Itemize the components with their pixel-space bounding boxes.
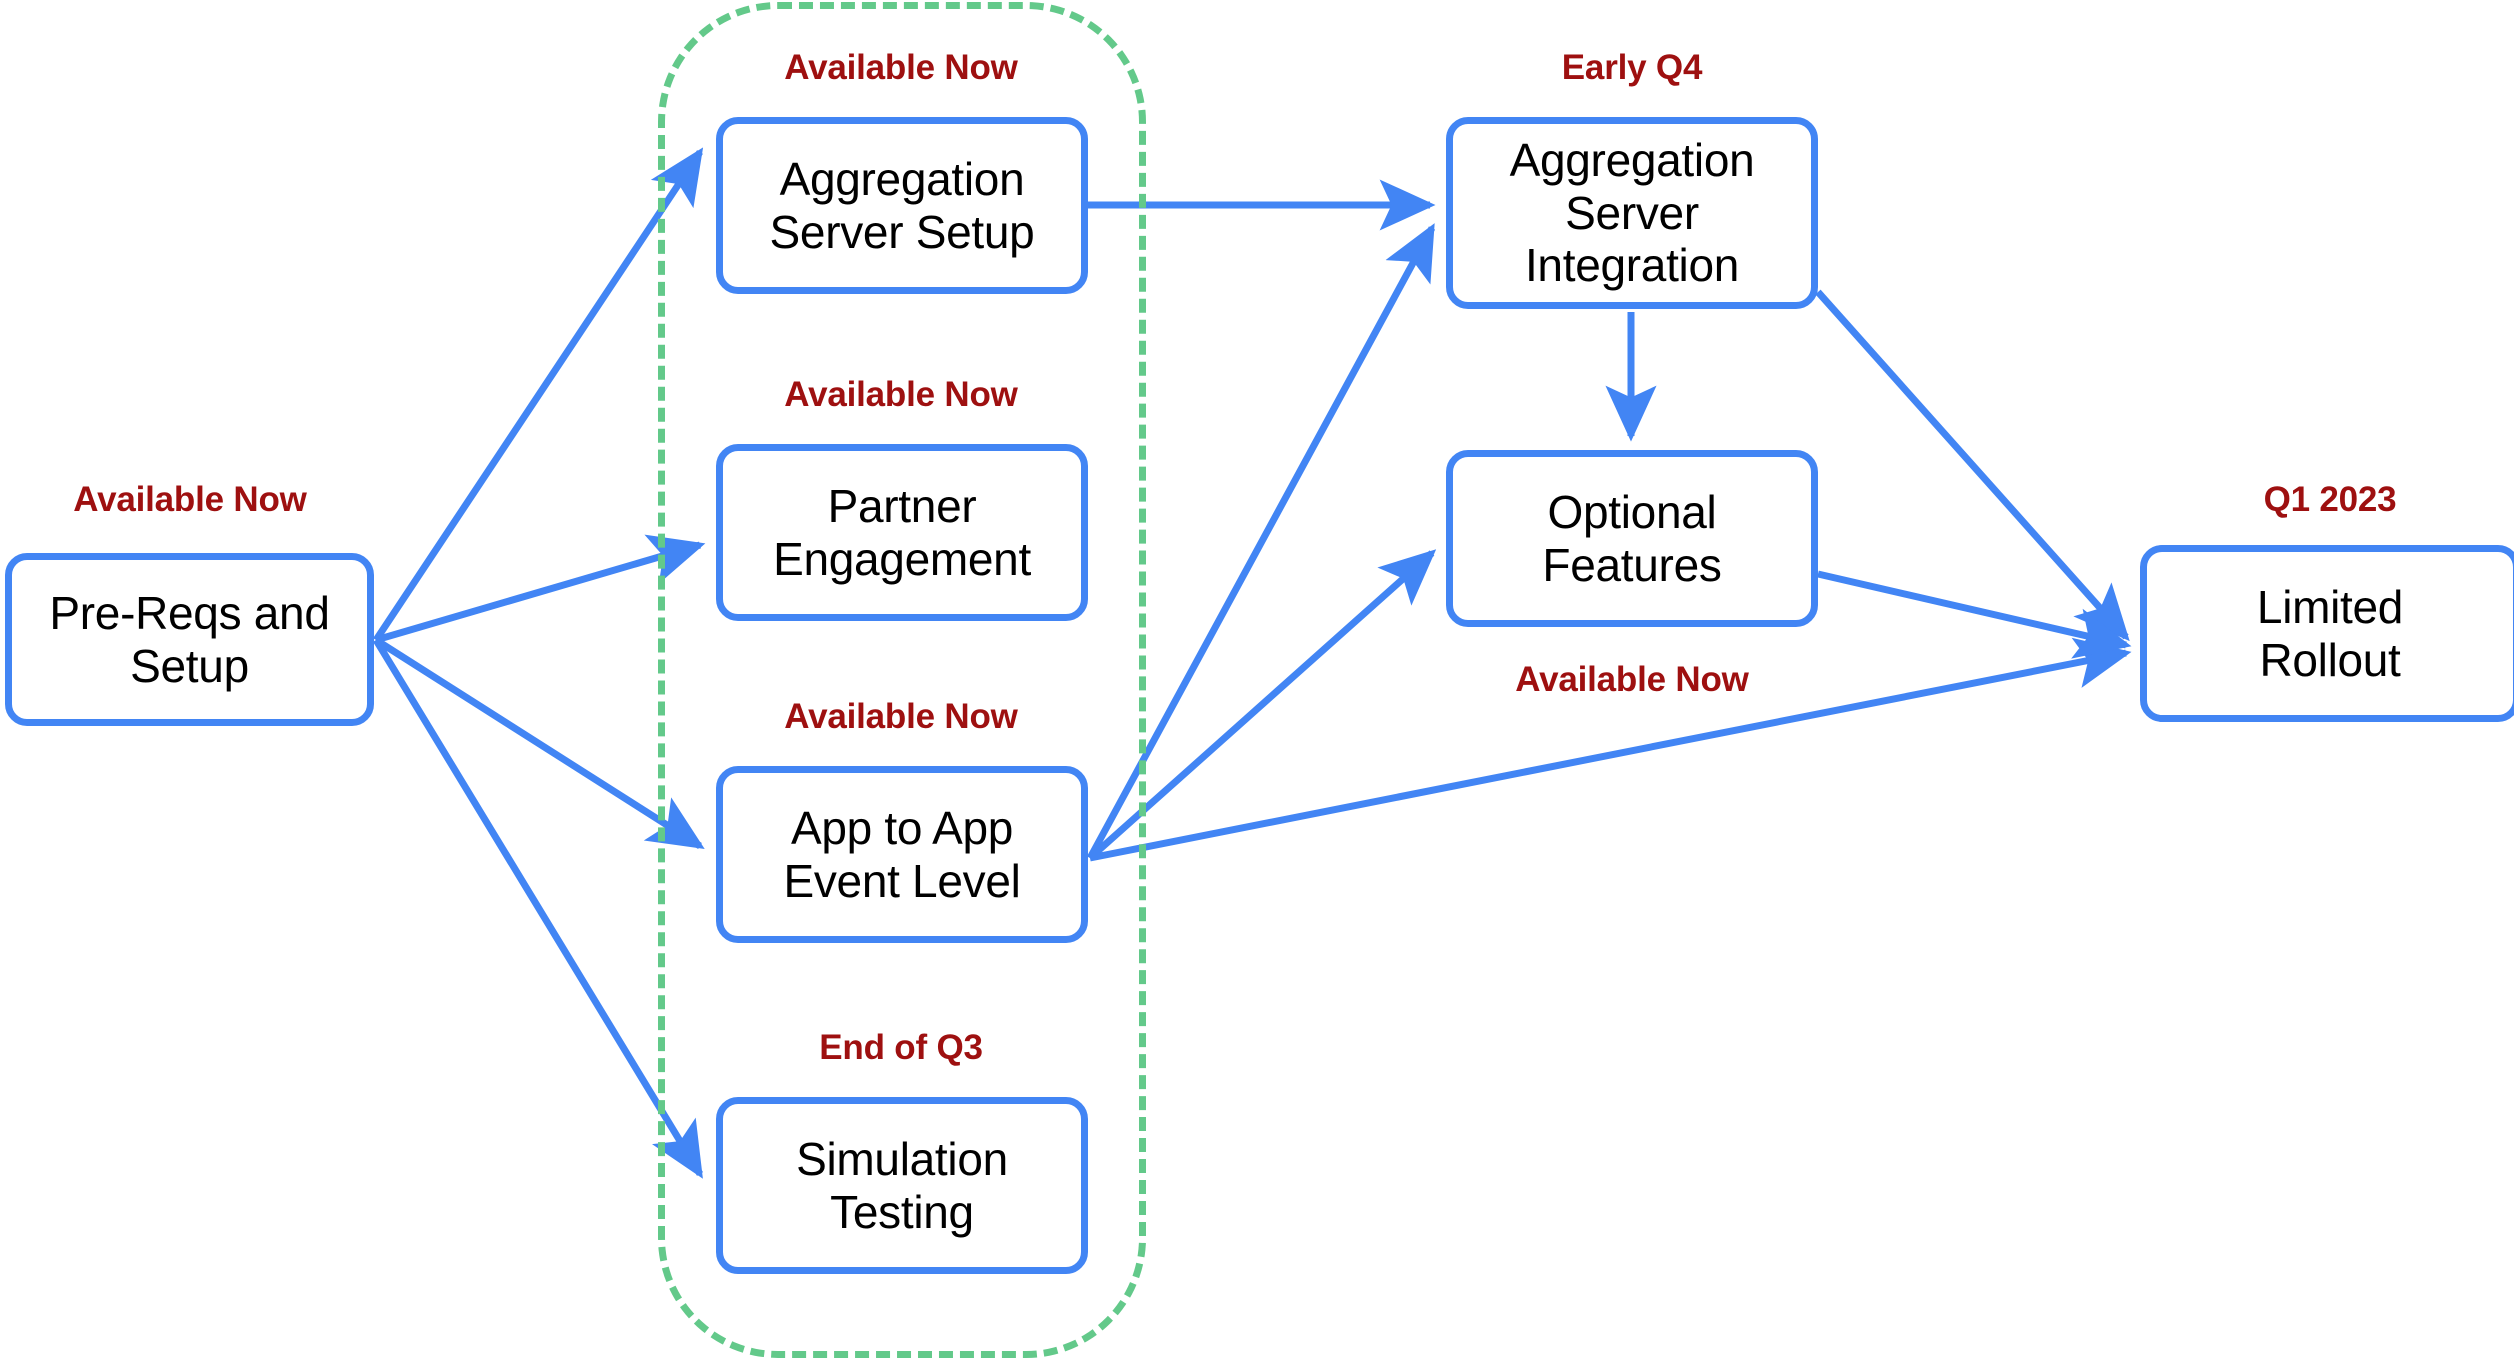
node-pre-reqs-and-setup[interactable]: Pre-Reqs and Setup (5, 553, 374, 726)
edge-agg-integration-to-limited-rollout (1815, 289, 2130, 642)
node-aggregation-server-setup[interactable]: Aggregation Server Setup (716, 117, 1088, 294)
node-app-to-app-event-level[interactable]: App to App Event Level (716, 766, 1088, 943)
phase-label-limited-rollout: Q1 2023 (2263, 480, 2397, 519)
phase-label-simulation-testing: End of Q3 (819, 1028, 983, 1067)
edge-prereqs-to-simulation-testing (373, 638, 703, 1179)
edge-prereqs-to-partner-engagement (375, 534, 706, 644)
node-partner-engagement[interactable]: Partner Engagement (716, 444, 1088, 621)
edge-prereqs-to-app-to-app-event-level (374, 637, 705, 850)
node-optional-features[interactable]: Optional Features (1446, 450, 1818, 627)
node-simulation-testing[interactable]: Simulation Testing (716, 1097, 1088, 1274)
phase-label-partner-engagement: Available Now (784, 375, 1018, 414)
phase-label-aggregation-server-integration: Early Q4 (1561, 48, 1703, 87)
edge-optional-features-to-limited-rollout (1817, 570, 2132, 659)
node-limited-rollout[interactable]: Limited Rollout (2140, 545, 2514, 722)
phase-label-aggregation-server-setup: Available Now (784, 48, 1018, 87)
node-aggregation-server-integration[interactable]: Aggregation Server Integration (1446, 117, 1818, 309)
edge-prereqs-to-aggregation-server-setup (373, 147, 704, 642)
phase-label-app-to-app-event-level: Available Now (784, 697, 1018, 736)
dashed-phase-group (658, 2, 1146, 1358)
phase-label-optional-features: Available Now (1515, 660, 1749, 699)
phase-label-pre-reqs-and-setup: Available Now (73, 480, 307, 519)
